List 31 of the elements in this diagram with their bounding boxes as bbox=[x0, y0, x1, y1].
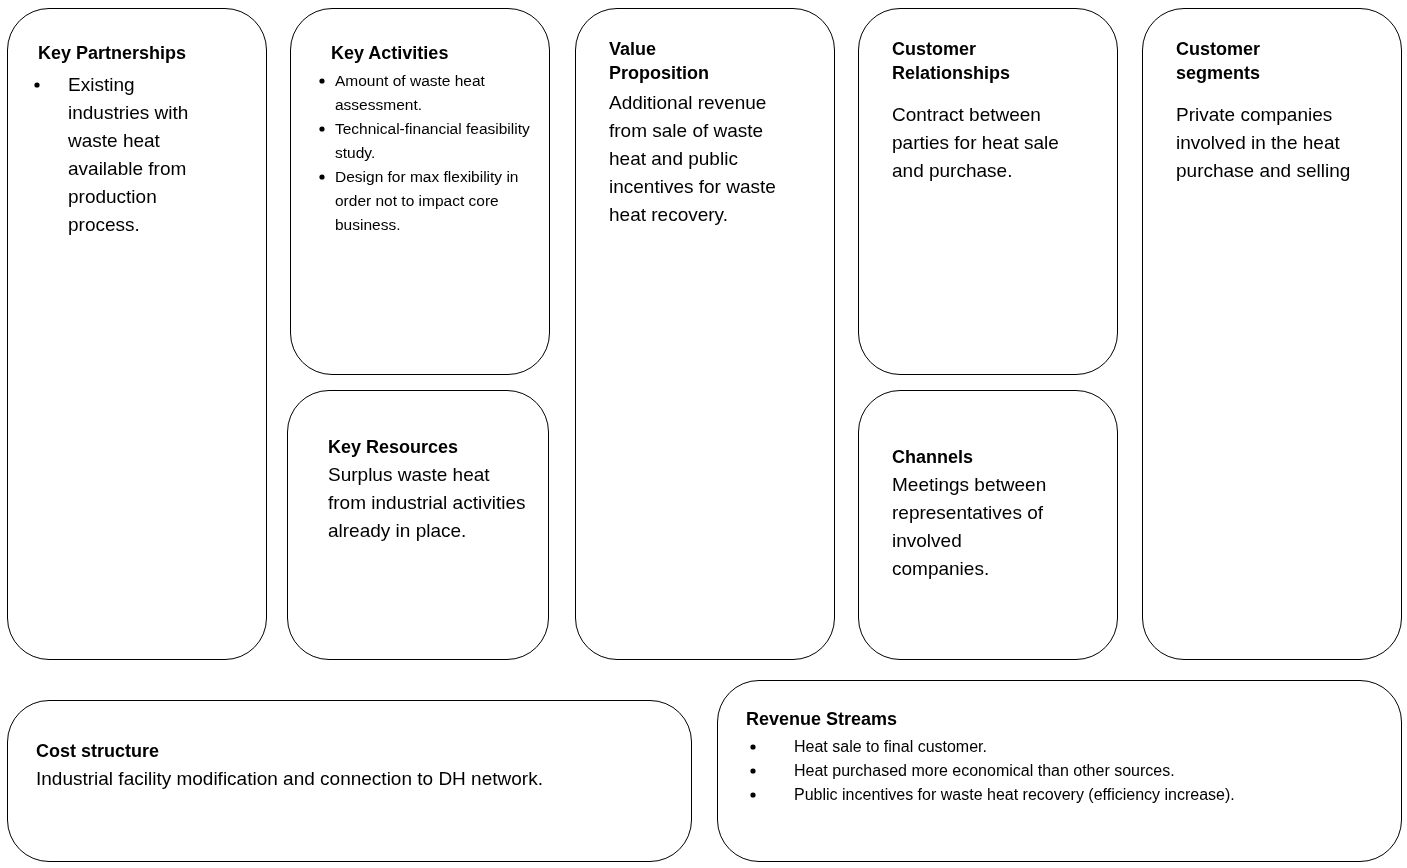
canvas-panel bbox=[290, 8, 550, 375]
panel-text: Contract between parties for heat sale and purchase. bbox=[892, 103, 1060, 183]
panel-heading: Key Resources bbox=[328, 436, 459, 459]
canvas-panel bbox=[575, 8, 835, 660]
panel-text: Private companies involved in the heat purchase and selling bbox=[1176, 103, 1352, 183]
bullet-item: Existing industries with waste heat available from production process. bbox=[68, 71, 193, 239]
bullet-item: Technical-financial feasibility study. bbox=[317, 117, 542, 165]
panel-heading: Channels bbox=[892, 446, 974, 469]
panel-heading: Value Proposition bbox=[609, 38, 710, 85]
panel-text: Industrial facility modification and connection to DH network. bbox=[36, 767, 544, 791]
panel-heading: Revenue Streams bbox=[746, 708, 898, 731]
panel-text: Additional revenue from sale of waste heat and public incentives for waste heat recovery. bbox=[609, 91, 777, 227]
panel-heading: Cost structure bbox=[36, 740, 160, 763]
panel-heading: Customer segments bbox=[1176, 38, 1262, 85]
canvas-panel bbox=[7, 8, 267, 660]
panel-heading: Key Activities bbox=[331, 42, 449, 65]
bullet-item: Design for max flexibility in order not to impact core business. bbox=[317, 165, 542, 237]
canvas-panel bbox=[717, 680, 1402, 862]
bullet-item: Public incentives for waste heat recovery (efficiency increase). bbox=[794, 783, 1354, 807]
panel-text: Meetings between representatives of involved companies. bbox=[892, 473, 1048, 581]
canvas-panel bbox=[858, 8, 1118, 375]
panel-heading: Key Partnerships bbox=[38, 42, 187, 65]
canvas-panel bbox=[858, 390, 1118, 660]
panel-heading: Customer Relationships bbox=[892, 38, 1012, 85]
canvas-panel bbox=[7, 700, 692, 862]
canvas-panel bbox=[287, 390, 549, 660]
bullet-item: Heat sale to final customer. bbox=[794, 735, 1354, 759]
panel-text: Surplus waste heat from industrial activities already in place. bbox=[328, 463, 527, 543]
canvas-panel bbox=[1142, 8, 1402, 660]
bullet-item: Amount of waste heat assessment. bbox=[317, 69, 542, 117]
bullet-item: Heat purchased more economical than other sources. bbox=[794, 759, 1354, 783]
